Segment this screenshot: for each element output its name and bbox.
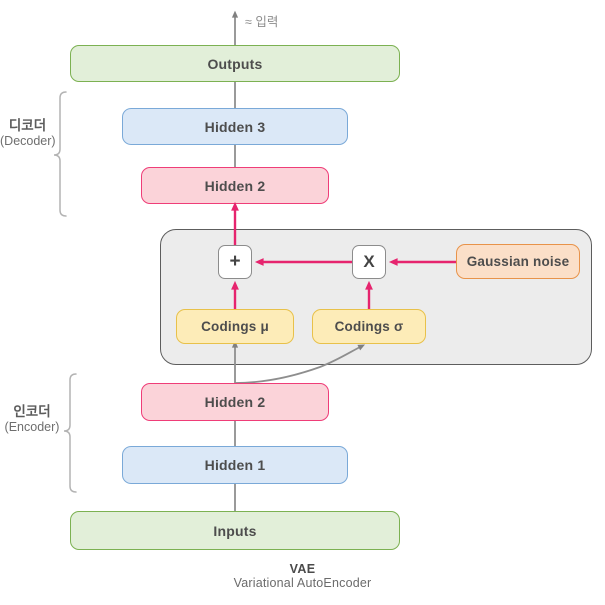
gaussian-noise-label: Gaussian noise <box>466 254 570 269</box>
add-operator[interactable]: + <box>218 245 252 279</box>
encoder-group-label: 인코더 (Encoder) <box>0 404 64 436</box>
layer-hidden1[interactable]: Hidden 1 <box>122 446 348 484</box>
encoder-bracket <box>63 373 77 493</box>
layer-outputs[interactable]: Outputs <box>70 45 400 82</box>
multiply-operator-label: X <box>363 252 375 271</box>
gaussian-noise-box[interactable]: Gaussian noise <box>456 244 580 279</box>
layer-hidden2-encoder[interactable]: Hidden 2 <box>141 383 329 421</box>
decoder-group-label: 디코더 (Decoder) <box>0 118 56 150</box>
caption-subtitle: Variational AutoEncoder <box>233 576 372 590</box>
diagram-caption: VAE Variational AutoEncoder <box>0 562 605 590</box>
layer-hidden3-label: Hidden 3 <box>204 118 266 135</box>
decoder-bracket <box>53 91 67 217</box>
decoder-label-en: (Decoder) <box>0 134 56 149</box>
codings-mu-label: Codings μ <box>201 319 269 334</box>
caption-title: VAE <box>289 562 316 576</box>
add-operator-label: + <box>229 251 241 272</box>
multiply-operator[interactable]: X <box>352 245 386 279</box>
layer-hidden2-decoder-label: Hidden 2 <box>204 177 266 194</box>
encoder-label-en: (Encoder) <box>4 420 60 435</box>
approx-input-text: ≈ 입력 <box>245 15 279 29</box>
layer-hidden1-label: Hidden 1 <box>204 457 266 473</box>
codings-sigma[interactable]: Codings σ <box>312 309 426 344</box>
codings-mu[interactable]: Codings μ <box>176 309 294 344</box>
layer-hidden3[interactable]: Hidden 3 <box>122 108 348 145</box>
codings-sigma-label: Codings σ <box>334 319 404 334</box>
decoder-label-ko: 디코더 <box>8 118 47 133</box>
layer-outputs-label: Outputs <box>207 55 263 72</box>
encoder-label-ko: 인코더 <box>13 404 51 419</box>
layer-inputs-label: Inputs <box>213 522 257 539</box>
wire-hidden2enc-codings-sigma <box>234 344 366 384</box>
approx-input-label: ≈ 입력 <box>245 11 278 30</box>
layer-inputs[interactable]: Inputs <box>70 511 400 550</box>
layer-hidden2-decoder[interactable]: Hidden 2 <box>141 167 329 204</box>
layer-hidden2-encoder-label: Hidden 2 <box>204 394 266 410</box>
